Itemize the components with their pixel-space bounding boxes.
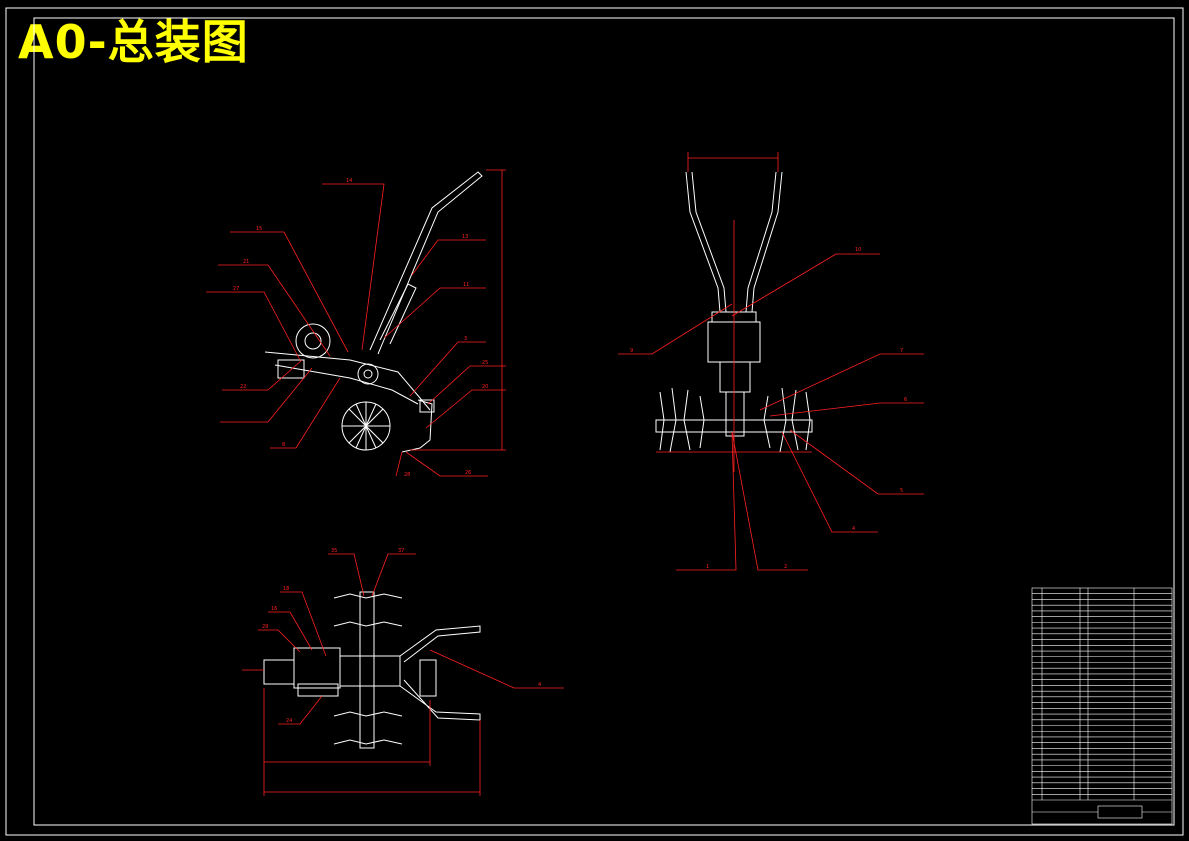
callout-24: 24 xyxy=(286,718,292,724)
callout-11: 11 xyxy=(463,282,469,288)
callout-15: 15 xyxy=(256,226,262,232)
callout-4b: 4 xyxy=(538,682,541,688)
callout-26: 26 xyxy=(465,470,471,476)
callout-1: 1 xyxy=(706,564,709,570)
top-tine-axle xyxy=(359,591,375,749)
front-handle-left xyxy=(685,171,721,313)
side-gear-inner xyxy=(363,369,373,379)
callout-3: 3 xyxy=(464,336,467,342)
callout-18: 18 xyxy=(283,586,289,592)
callout-22: 22 xyxy=(240,384,246,390)
callout-21: 21 xyxy=(243,259,249,265)
callout-35: 35 xyxy=(331,548,337,554)
callout-27: 27 xyxy=(233,286,239,292)
callout-14: 14 xyxy=(346,178,352,184)
top-body xyxy=(339,655,401,687)
outer-frame xyxy=(5,7,1184,836)
parts-list-frame xyxy=(1031,587,1173,825)
side-depth-bracket xyxy=(419,399,435,413)
parts-list-rows xyxy=(1032,593,1172,795)
front-tines xyxy=(659,387,811,453)
side-view: 14 15 21 27 13 11 3 25 20 26 28 22 8 xyxy=(206,169,506,478)
callout-25: 25 xyxy=(482,360,488,366)
side-handle xyxy=(369,171,483,355)
front-view: 10 9 7 6 5 4 1 2 xyxy=(618,152,924,571)
callout-28: 28 xyxy=(404,472,410,478)
callout-2: 2 xyxy=(784,564,787,570)
top-view: 35 37 18 16 29 24 4 xyxy=(242,548,564,796)
side-engine-block xyxy=(277,359,305,379)
sheet-title: A0-总装图 xyxy=(18,15,249,69)
inner-frame xyxy=(33,17,1175,826)
top-handle-upper xyxy=(399,625,481,663)
side-handle-grip xyxy=(379,283,417,345)
top-tines xyxy=(333,593,403,745)
callout-6: 6 xyxy=(904,397,907,403)
top-engine xyxy=(293,647,341,689)
callout-16: 16 xyxy=(271,606,277,612)
callout-8: 8 xyxy=(282,442,285,448)
side-wheel-inner xyxy=(304,332,322,350)
top-handle-lower xyxy=(399,679,481,721)
side-wheel-outer xyxy=(295,323,331,359)
callout-9: 9 xyxy=(630,348,633,354)
side-frame-bottom xyxy=(274,364,419,405)
callout-37: 37 xyxy=(398,548,404,554)
callout-10: 10 xyxy=(855,247,861,253)
side-frame-top xyxy=(264,351,431,411)
callout-29: 29 xyxy=(262,624,268,630)
callout-7: 7 xyxy=(900,348,903,354)
front-handle-right xyxy=(745,171,777,313)
callout-4: 4 xyxy=(852,526,855,532)
side-depth-bar xyxy=(401,399,433,453)
top-engine-end xyxy=(263,659,295,685)
front-column xyxy=(725,391,745,437)
callout-13: 13 xyxy=(462,234,468,240)
callout-20: 20 xyxy=(482,384,488,390)
side-tine-rotor xyxy=(341,401,391,451)
callout-5: 5 xyxy=(900,488,903,494)
drawing-name-box xyxy=(1097,805,1143,819)
title-block xyxy=(1031,587,1173,825)
